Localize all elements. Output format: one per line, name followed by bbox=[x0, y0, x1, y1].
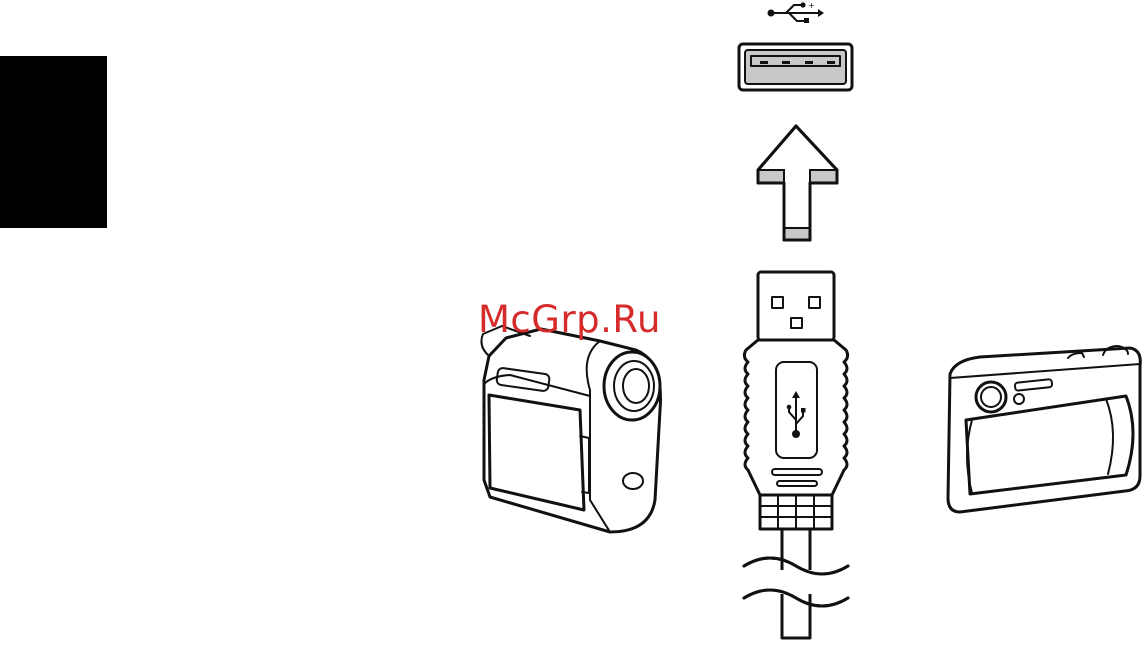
usb-port bbox=[739, 44, 852, 90]
camcorder bbox=[481, 326, 660, 532]
watermark-text: McGrp.Ru bbox=[478, 301, 661, 338]
usb-plug bbox=[744, 272, 848, 638]
usb-symbol-icon: + bbox=[768, 1, 825, 23]
svg-text:+: + bbox=[808, 1, 815, 10]
up-arrow bbox=[758, 126, 837, 240]
digital-camera bbox=[948, 346, 1140, 512]
